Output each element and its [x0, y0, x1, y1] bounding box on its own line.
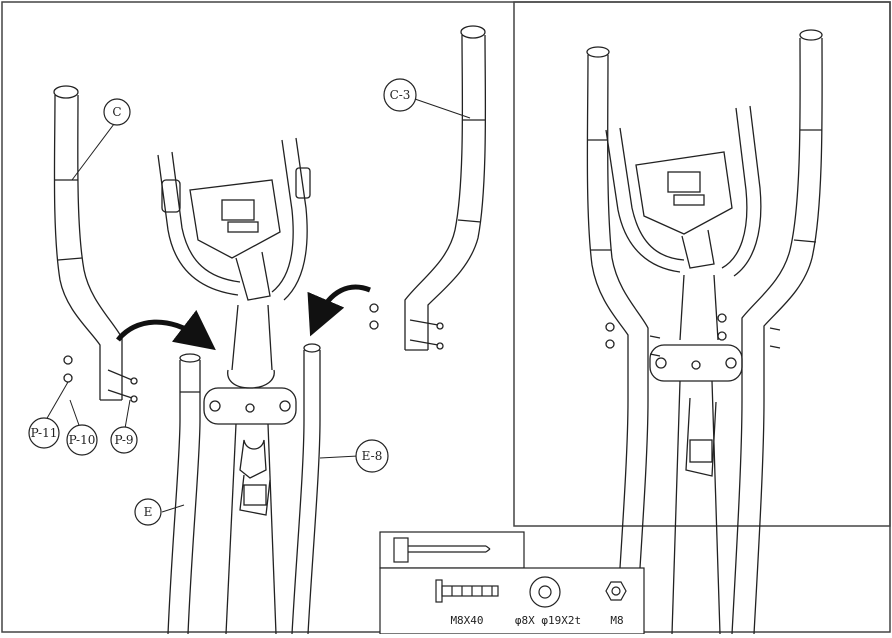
hardware-box: M8X40 φ8X φ19X2t M8	[379, 531, 645, 635]
pivot-linkage	[239, 439, 271, 516]
curved-arrow-right	[307, 284, 371, 337]
nut-spec-label: M8	[610, 614, 623, 627]
allen-key-icon	[393, 537, 491, 563]
callout-c3-bubble	[383, 78, 417, 112]
parts-box-frame	[379, 567, 645, 635]
curved-arrow-left	[116, 309, 216, 351]
callout-e-bubble	[134, 498, 162, 526]
nut-icon	[605, 581, 627, 601]
bolts-right	[369, 303, 444, 350]
callout-c-bubble	[103, 98, 131, 126]
callout-p11-label: P-11	[31, 426, 58, 440]
bolt-spec-label: M8X40	[450, 614, 483, 627]
handlebar-c3	[404, 25, 487, 351]
handlebar-c	[53, 85, 123, 401]
callout-e8-label: E-8	[362, 449, 383, 463]
main-mast	[203, 304, 297, 635]
callout-p10-label: P-10	[69, 433, 96, 447]
console-handlebar	[157, 137, 311, 301]
callout-c-label: C	[112, 105, 121, 119]
callout-c3-label: C-3	[390, 88, 411, 102]
exploded-view	[53, 25, 487, 635]
bolt-icon	[435, 579, 499, 603]
washer-spec-label: φ8X φ19X2t	[515, 614, 581, 627]
callout-e-label: E	[144, 505, 153, 519]
callout-p9-label: P-9	[114, 433, 133, 447]
callout-p11-bubble	[28, 417, 60, 449]
callout-leaders	[45, 97, 471, 513]
washer-icon	[529, 576, 561, 608]
callout-p10-bubble	[66, 424, 98, 456]
assembled-view-frame	[513, 1, 891, 527]
assembled-view	[586, 29, 823, 635]
callout-e8-bubble	[355, 439, 389, 473]
callout-p9-bubble	[110, 426, 138, 454]
callout-bubbles	[28, 78, 417, 526]
lower-arm-e	[167, 353, 201, 635]
lower-arm-e8	[291, 343, 321, 635]
console	[189, 179, 281, 301]
bolts-left	[63, 355, 138, 403]
